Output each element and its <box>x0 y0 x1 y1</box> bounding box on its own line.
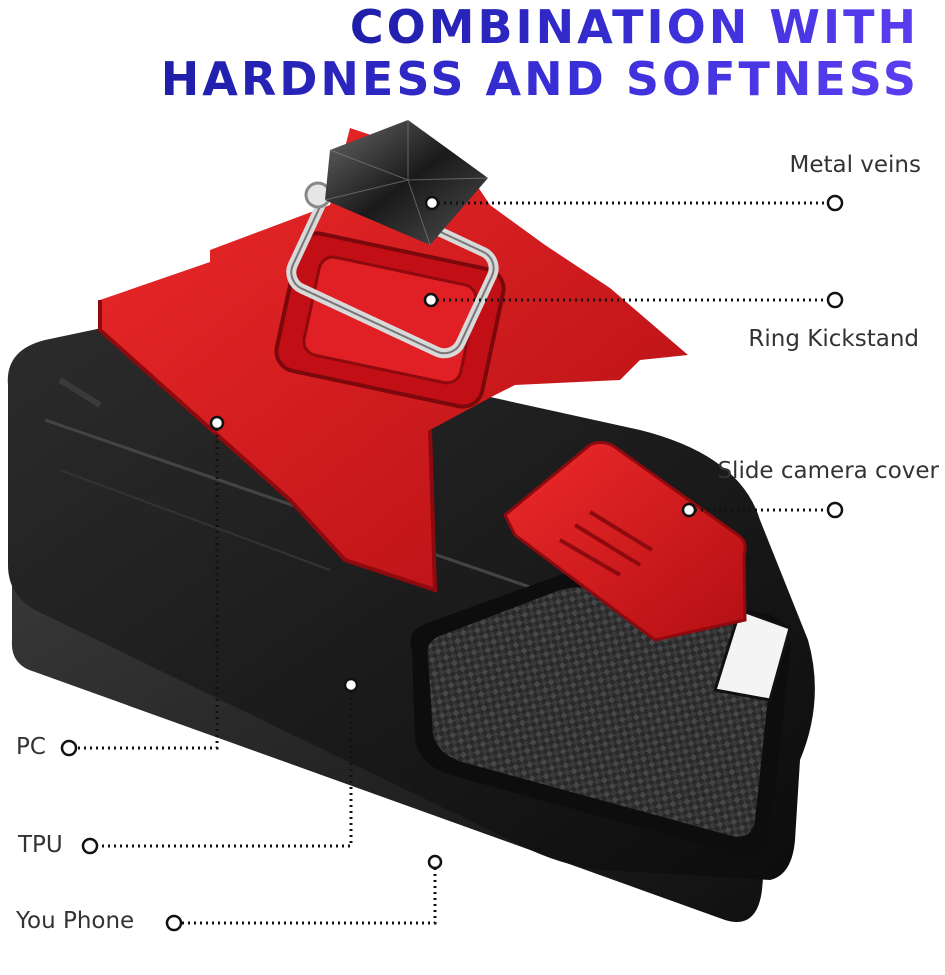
marker-metal-veins-end <box>826 194 844 212</box>
callout-you-phone: You Phone <box>16 908 135 934</box>
callout-metal-veins: Metal veins <box>789 152 921 178</box>
callout-tpu: TPU <box>18 832 63 858</box>
marker-pc-end <box>60 739 78 757</box>
slide-camera-cover <box>503 441 747 642</box>
marker-pc-start <box>209 415 225 431</box>
headline-line-2: HARDNESS AND SOFTNESS <box>160 52 919 106</box>
callout-slide-camera-cover: Slide camera cover <box>717 458 939 484</box>
callout-pc: PC <box>16 734 46 760</box>
callout-lines <box>69 201 835 925</box>
callout-markers <box>60 194 844 932</box>
marker-tpu-start <box>343 677 359 693</box>
marker-metal-veins-start <box>424 195 440 211</box>
marker-phone-end <box>165 914 183 932</box>
marker-slide-start <box>681 502 697 518</box>
pc-shell-layer <box>98 125 688 593</box>
callout-ring-kickstand: Ring Kickstand <box>748 326 919 352</box>
marker-slide-end <box>826 501 844 519</box>
marker-ring-end <box>826 291 844 309</box>
headline-line-1: COMBINATION WITH <box>349 0 919 54</box>
marker-tpu-end <box>81 837 99 855</box>
marker-phone-start <box>427 854 443 870</box>
marker-ring-start <box>423 292 439 308</box>
metal-plate <box>324 120 489 246</box>
